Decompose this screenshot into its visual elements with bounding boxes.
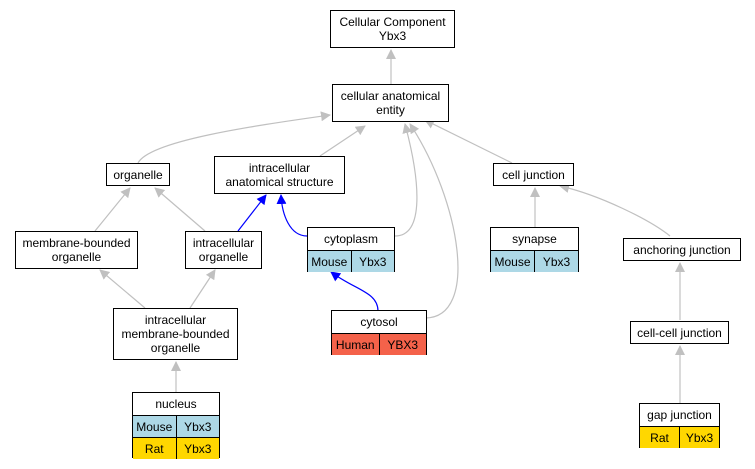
node-anchoring-junction[interactable]: anchoring junction [623, 238, 741, 261]
table-cytoplasm[interactable]: cytoplasm Mouse Ybx3 [307, 227, 395, 272]
edge-mbo-to-organelle [94, 187, 131, 232]
species-cell: Mouse [308, 251, 351, 272]
species-row: Mouse Ybx3 [308, 251, 394, 272]
species-cell: Rat [640, 427, 679, 448]
edge-ias-to-cae [319, 125, 366, 157]
gene-cell: Ybx3 [175, 416, 219, 437]
table-synapse[interactable]: synapse Mouse Ybx3 [490, 227, 579, 272]
edge-io-to-ias-blue [237, 194, 267, 232]
node-organelle[interactable]: organelle [106, 163, 170, 186]
species-cell: Mouse [133, 416, 176, 437]
species-row: Rat Ybx3 [640, 427, 719, 448]
species-cell: Mouse [491, 251, 534, 272]
edge-organelle-to-cae [137, 111, 331, 164]
species-row: Human YBX3 [332, 334, 426, 355]
node-intracellular-organelle[interactable]: intracellular organelle [185, 231, 262, 269]
gene-cell: Ybx3 [679, 427, 719, 448]
species-cell: Rat [133, 438, 176, 459]
table-cytosol[interactable]: cytosol Human YBX3 [331, 310, 427, 355]
table-title: nucleus [133, 393, 219, 416]
species-cell: Human [332, 334, 379, 355]
gene-cell: Ybx3 [175, 438, 219, 459]
node-cell-junction[interactable]: cell junction [493, 163, 574, 186]
species-row: Mouse Ybx3 [491, 251, 578, 272]
edge-cytosol-to-cytoplasm-blue [330, 271, 379, 312]
gene-cell: YBX3 [378, 334, 426, 355]
edge-cytoplasm-to-cae [394, 123, 418, 237]
node-intracellular-membrane-bounded-organelle[interactable]: intracellular membrane-bounded organelle [113, 308, 238, 360]
species-row: Rat Ybx3 [133, 437, 219, 459]
edge-cytoplasm-to-ias-blue [276, 194, 308, 237]
edge-celljunction-to-cae [424, 119, 513, 164]
table-title: synapse [491, 228, 578, 251]
edge-io-to-organelle [154, 187, 206, 232]
table-title: cytosol [332, 311, 426, 334]
edge-anchoring-to-celljunction [559, 183, 671, 237]
species-row: Mouse Ybx3 [133, 416, 219, 437]
edge-imbo-to-mbo [99, 269, 146, 309]
node-root[interactable]: Cellular Component Ybx3 [330, 10, 455, 48]
node-membrane-bounded-organelle[interactable]: membrane-bounded organelle [15, 231, 138, 269]
edge-imbo-to-io [189, 269, 216, 309]
gene-cell: Ybx3 [350, 251, 394, 272]
node-intracellular-anatomical-structure[interactable]: intracellular anatomical structure [214, 156, 345, 194]
node-cell-cell-junction[interactable]: cell-cell junction [630, 321, 729, 344]
table-title: cytoplasm [308, 228, 394, 251]
node-cellular-anatomical-entity[interactable]: cellular anatomical entity [332, 84, 449, 122]
table-gap-junction[interactable]: gap junction Rat Ybx3 [639, 403, 720, 448]
table-title: gap junction [640, 404, 719, 427]
edge-cytosol-to-cae [409, 123, 459, 319]
gene-cell: Ybx3 [534, 251, 578, 272]
table-nucleus[interactable]: nucleus Mouse Ybx3 Rat Ybx3 [132, 392, 220, 459]
